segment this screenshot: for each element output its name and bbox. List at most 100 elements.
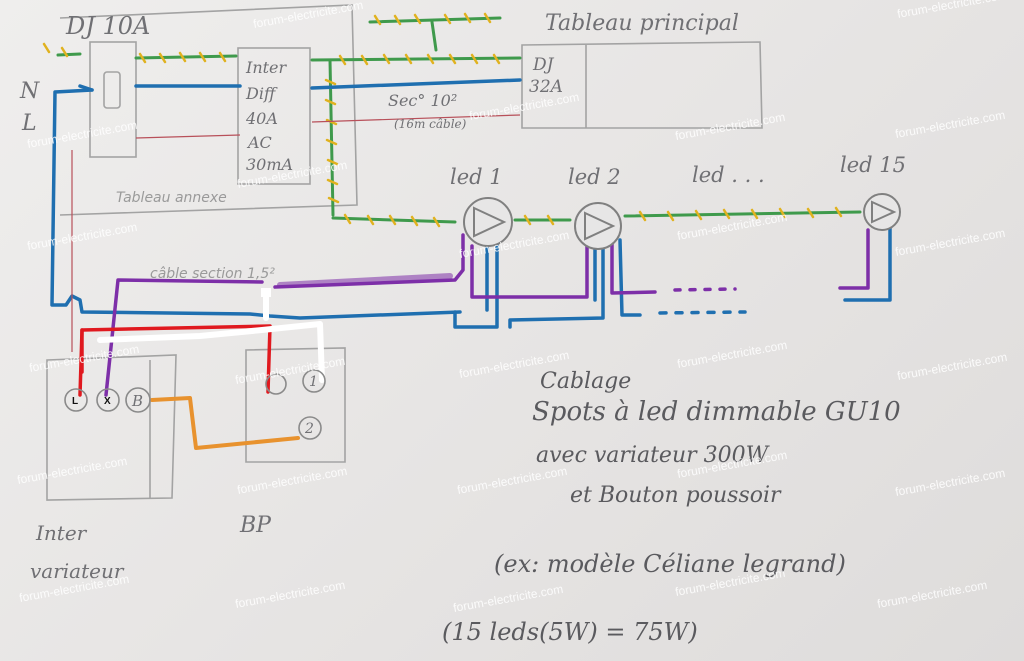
svg-text:32A: 32A <box>529 77 563 97</box>
watermark: forum-electricite.com <box>468 90 580 123</box>
watermark: forum-electricite.com <box>894 466 1006 499</box>
svg-text:et Bouton poussoir: et Bouton poussoir <box>570 483 782 508</box>
watermark: forum-electricite.com <box>16 454 128 487</box>
switched-dashes <box>673 287 737 292</box>
dimmer-terminal-x <box>96 388 120 412</box>
earth-wire-top-right <box>310 56 522 62</box>
bp-label: BP <box>239 513 272 538</box>
thin-phase-wires <box>71 114 521 352</box>
watermark: forum-electricite.com <box>234 354 346 387</box>
neutral-to-sheet-edge <box>78 84 94 92</box>
neutral-led1-return <box>453 238 499 329</box>
traveller-wire <box>150 396 300 450</box>
terminals <box>64 369 326 440</box>
tableau-annexe-label: Tableau annexe <box>116 190 227 206</box>
svg-text:Inter: Inter <box>35 521 88 545</box>
inter-variateur-label: Inter variateur <box>30 521 125 583</box>
led15-label: led 15 <box>840 153 906 177</box>
bp-terminal-2 <box>298 416 322 440</box>
svg-text:AC: AC <box>246 133 272 152</box>
dimmer-terminal-l <box>64 388 88 412</box>
watermark: forum-electricite.com <box>876 578 988 611</box>
svg-text:avec variateur 300W: avec variateur 300W <box>536 443 771 468</box>
lamp-icon <box>574 202 622 250</box>
inter-diff-label: Inter Diff 40A AC 30mA <box>245 58 293 174</box>
neutral-wires <box>50 78 892 329</box>
svg-text:Cablage: Cablage <box>540 369 631 394</box>
cable-section-label: câble section 1,5² <box>150 266 275 282</box>
svg-text:Diff: Diff <box>245 84 278 103</box>
watermark: forum-electricite.com <box>896 350 1008 383</box>
neutral-dashes <box>658 310 747 315</box>
purple-gaine <box>277 273 453 288</box>
svg-text:Inter: Inter <box>245 58 288 77</box>
watermark: forum-electricite.com <box>896 0 1008 21</box>
switched-led15 <box>838 228 870 290</box>
svg-text:(ex: modèle Céliane legrand): (ex: modèle Céliane legrand) <box>494 550 846 578</box>
watermarks: forum-electricite.com forum-electricite.… <box>16 0 1008 615</box>
watermark: forum-electricite.com <box>456 464 568 497</box>
watermark: forum-electricite.com <box>452 582 564 615</box>
pencil-frames <box>46 4 763 501</box>
neutral-led2-return <box>618 238 642 317</box>
bp-terminal-2-label: 2 <box>304 421 314 437</box>
led1-label: led 1 <box>450 165 503 189</box>
watermark: forum-electricite.com <box>26 220 138 253</box>
dj10-toggle <box>103 71 121 109</box>
earth-wire-top-left <box>56 52 82 57</box>
svg-text:Spots à led dimmable GU10: Spots à led dimmable GU10 <box>532 397 901 427</box>
watermark: forum-electricite.com <box>236 464 348 497</box>
svg-text:DJ: DJ <box>532 55 555 75</box>
bp-terminal-1-label: 1 <box>309 374 318 390</box>
svg-text:variateur: variateur <box>30 559 125 583</box>
watermark: forum-electricite.com <box>674 110 786 143</box>
earth-wire-main <box>368 16 502 24</box>
inter-diff-body <box>237 47 311 185</box>
svg-text:30mA: 30mA <box>246 155 293 174</box>
earth-wire-led2-led15 <box>623 210 862 218</box>
tableau-principal-frame <box>521 41 763 129</box>
neutral-letter: N <box>19 79 40 104</box>
watermark: forum-electricite.com <box>28 342 140 375</box>
dimmer-terminal-b-label: B <box>131 392 143 410</box>
neutral-led2-link <box>508 238 605 329</box>
watermark: forum-electricite.com <box>26 118 138 151</box>
switched-from-dimmer <box>104 278 264 397</box>
switched-led2-next <box>610 238 657 295</box>
earth-wire-main-drop <box>430 20 438 52</box>
earth-wires <box>42 12 862 228</box>
led2-label: led 2 <box>568 165 621 189</box>
watermark: forum-electricite.com <box>234 578 346 611</box>
watermark: forum-electricite.com <box>252 0 364 31</box>
line-letter: L <box>21 111 37 136</box>
neutral-feed <box>50 88 462 320</box>
cable-length-label: (16m câble) <box>394 117 467 131</box>
bp-box <box>245 347 346 463</box>
watermark: forum-electricite.com <box>676 338 788 371</box>
white-correction <box>97 288 325 383</box>
svg-text:40A: 40A <box>245 109 278 128</box>
watermark: forum-electricite.com <box>894 226 1006 259</box>
tableau-annexe-frame <box>59 4 358 216</box>
dj10-label: DJ 10A <box>65 12 150 40</box>
neutral-led15-return <box>843 223 892 302</box>
dj10-breaker-body <box>89 41 137 158</box>
phase-wires <box>78 324 272 397</box>
tableau-principal-label: Tableau principal <box>545 11 739 36</box>
dimmer-terminal-x-label: X <box>104 396 111 407</box>
neutral-main <box>310 78 522 90</box>
section-10-label: Sec° 10² <box>388 91 457 110</box>
lamp-icon <box>863 193 901 231</box>
bp-terminal-red <box>265 373 287 395</box>
dimmer-terminal-l-label: L <box>72 396 78 407</box>
svg-text:(15 leds(5W) = 75W): (15 leds(5W) = 75W) <box>442 618 698 646</box>
wiring-notes: Cablage Spots à led dimmable GU10 avec v… <box>442 369 901 646</box>
dimmer-terminal-b <box>125 387 151 413</box>
bp-terminal-1 <box>302 369 326 393</box>
dj32-label: DJ 32A <box>529 55 563 97</box>
led-dots-label: led . . . <box>692 163 765 187</box>
earth-wire-top <box>134 54 238 60</box>
watermark: forum-electricite.com <box>894 108 1006 141</box>
